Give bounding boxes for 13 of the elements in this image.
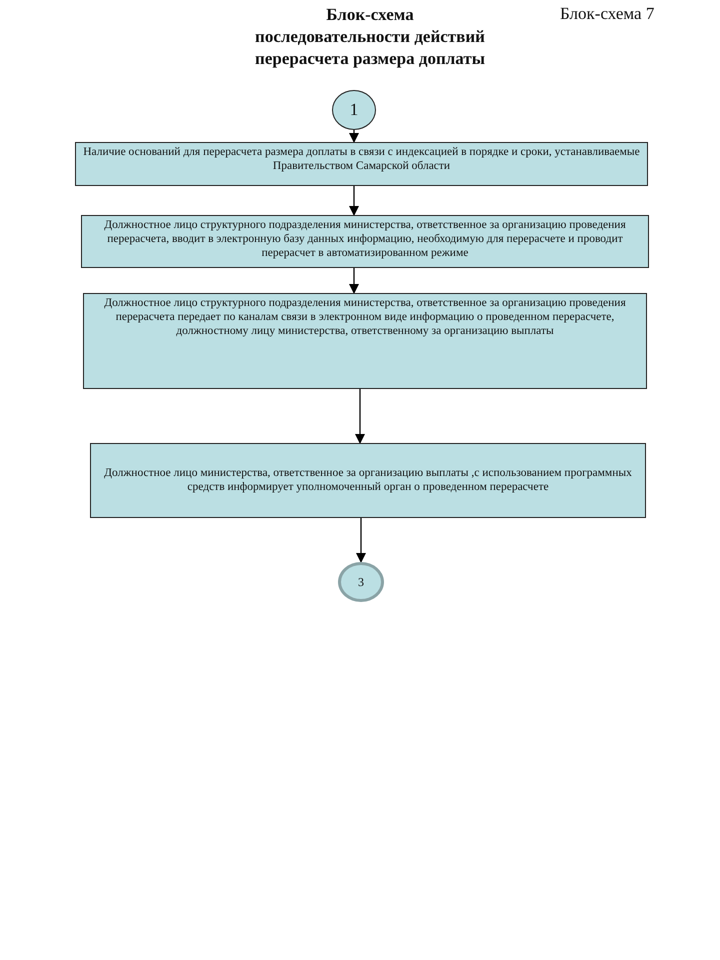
connector-circle: 3 (338, 562, 384, 602)
process-box: Наличие оснований для перерасчета размера доплаты в связи с индексацией в порядке и сроки, устанавливаемые Правительством Самарской области (75, 142, 648, 186)
arrow (355, 389, 365, 444)
arrow (349, 130, 359, 143)
process-box: Должностное лицо структурного подразделения министерства, ответственное за организацию проведения перерасчета, вводит в электронную базу данных информацию, необходимую для перерасчете и проводит перерасчет в автоматизированном режиме (81, 215, 649, 268)
arrow (349, 268, 359, 294)
connector-circle: 1 (332, 90, 376, 130)
process-box: Должностное лицо министерства, ответственное за организацию выплаты ,с использованием программных средств информирует уполномоченный орган о проведенном перерасчете (90, 443, 646, 518)
arrow (356, 518, 366, 563)
diagram-title: Блок-схема последовательности действий перерасчета размера доплаты (254, 4, 486, 70)
process-box: Должностное лицо структурного подразделения министерства, ответственное за организацию проведения перерасчета передает по каналам связи в электронном виде информацию о проведенном перерасчете, должностному лицу министерства, ответственному за организацию выплаты (83, 293, 647, 389)
page-label: Блок-схема 7 (560, 4, 656, 24)
arrow (349, 186, 359, 216)
